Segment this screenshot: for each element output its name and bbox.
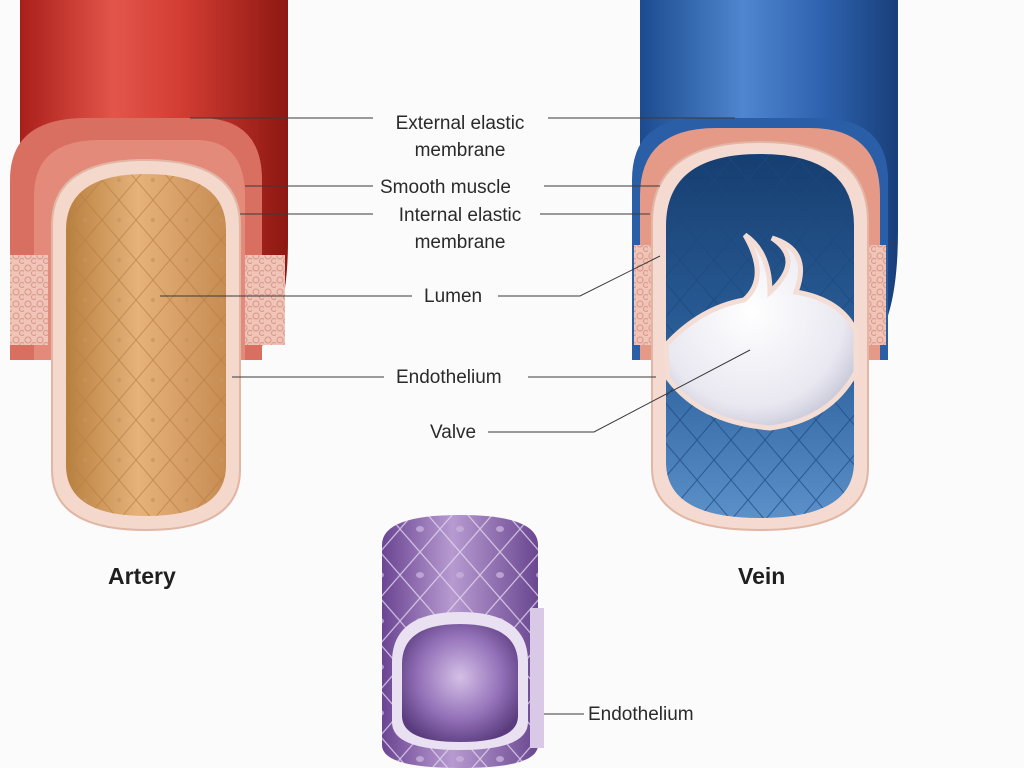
leader-lines (160, 117, 751, 715)
label-valve: Valve (430, 422, 477, 443)
label-capillary-endothelium: Endothelium (588, 704, 694, 725)
caption-vein: Vein (738, 563, 786, 589)
label-internal-elastic-membrane: Internal elastic membrane (398, 205, 522, 253)
label-endothelium: Endothelium (396, 367, 502, 388)
artery-illustration (10, 0, 288, 532)
label-external-elastic-membrane: External elastic membrane (395, 113, 525, 161)
vein-illustration (632, 0, 898, 532)
capillary-illustration (382, 515, 544, 768)
label-lumen: Lumen (424, 286, 483, 307)
label-smooth-muscle: Smooth muscle (380, 177, 511, 198)
caption-artery: Artery (108, 563, 176, 589)
